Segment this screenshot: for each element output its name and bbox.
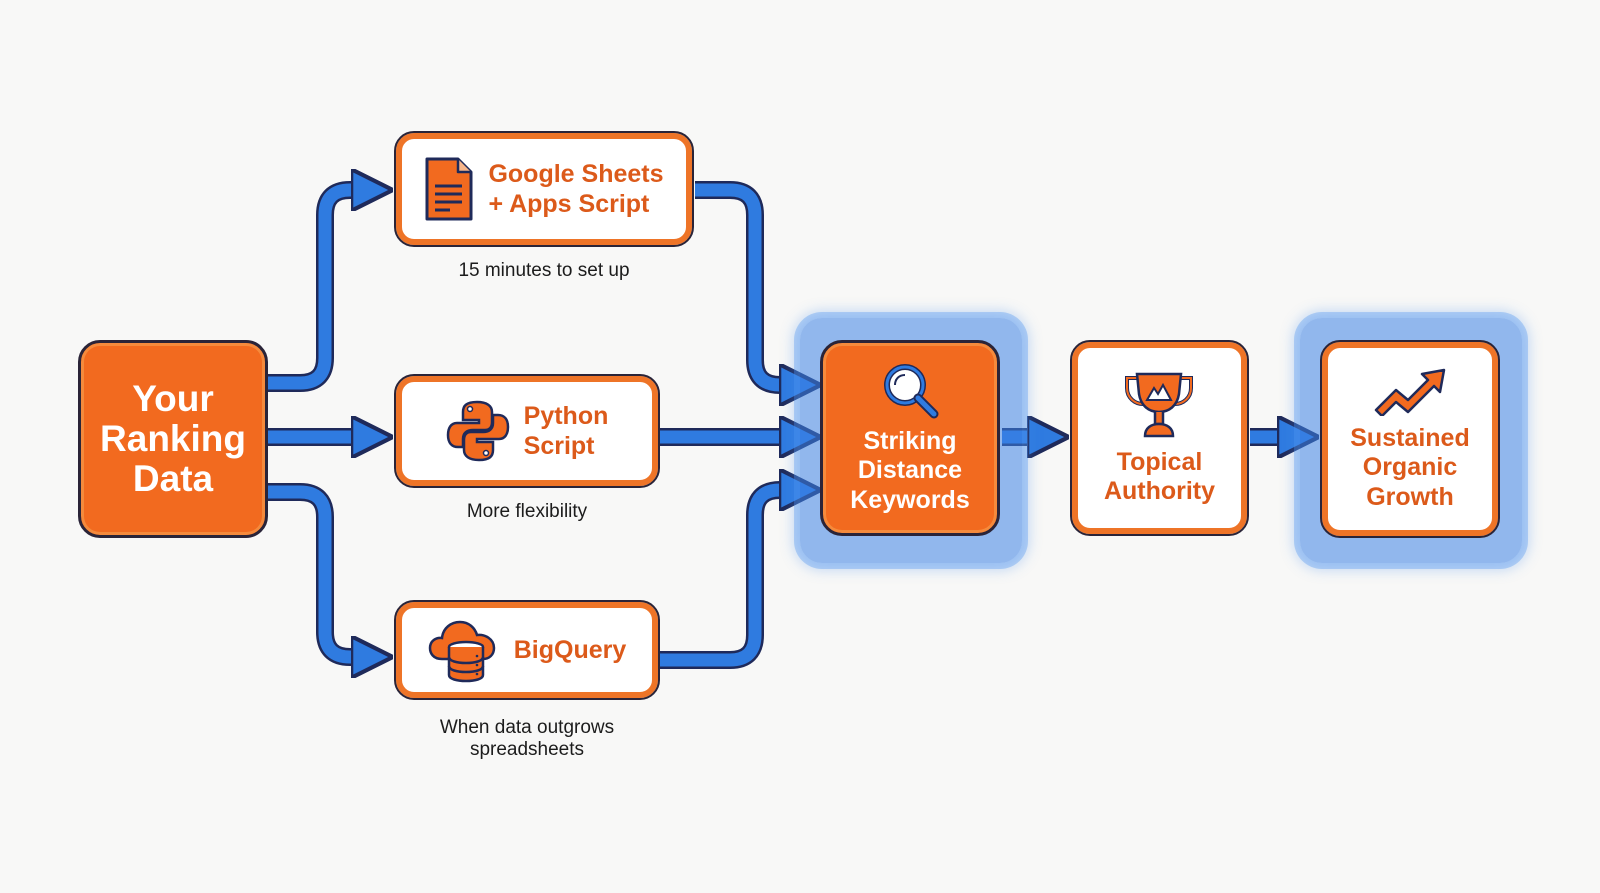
- caption-bigquery: When data outgrows spreadsheets: [439, 717, 615, 760]
- magnifier-icon: [883, 363, 939, 419]
- node-label: Your Ranking Data: [100, 378, 246, 499]
- node-label: Striking Distance Keywords: [850, 426, 970, 514]
- trend-up-icon: [1374, 368, 1446, 416]
- caption-sheets: 15 minutes to set up: [458, 260, 630, 281]
- node-python-script[interactable]: Python Script: [394, 374, 660, 488]
- node-label: BigQuery: [513, 636, 627, 664]
- node-your-ranking-data[interactable]: Your Ranking Data: [78, 340, 268, 538]
- python-icon: [446, 400, 509, 462]
- node-label: Python Script: [523, 402, 609, 460]
- arrow-sheets-to-striking: [695, 181, 800, 385]
- trophy-icon: [1125, 372, 1194, 437]
- arrow-source-to-sheets: [268, 190, 372, 392]
- document-icon: [425, 157, 473, 221]
- node-striking-distance-keywords[interactable]: Striking Distance Keywords: [820, 340, 1000, 536]
- node-label: Google Sheets + Apps Script: [488, 160, 664, 218]
- node-label: Sustained Organic Growth: [1350, 423, 1470, 511]
- arrow-source-to-bigquery: [268, 483, 372, 657]
- cloud-database-icon: [428, 620, 495, 683]
- node-label: Topical Authority: [1103, 447, 1216, 506]
- node-sustained-organic-growth[interactable]: Sustained Organic Growth: [1320, 340, 1500, 538]
- arrow-bigquery-to-striking: [660, 490, 800, 669]
- caption-python: More flexibility: [466, 501, 588, 522]
- node-topical-authority[interactable]: Topical Authority: [1070, 340, 1249, 536]
- node-google-sheets[interactable]: Google Sheets + Apps Script: [394, 131, 694, 247]
- node-bigquery[interactable]: BigQuery: [394, 600, 660, 700]
